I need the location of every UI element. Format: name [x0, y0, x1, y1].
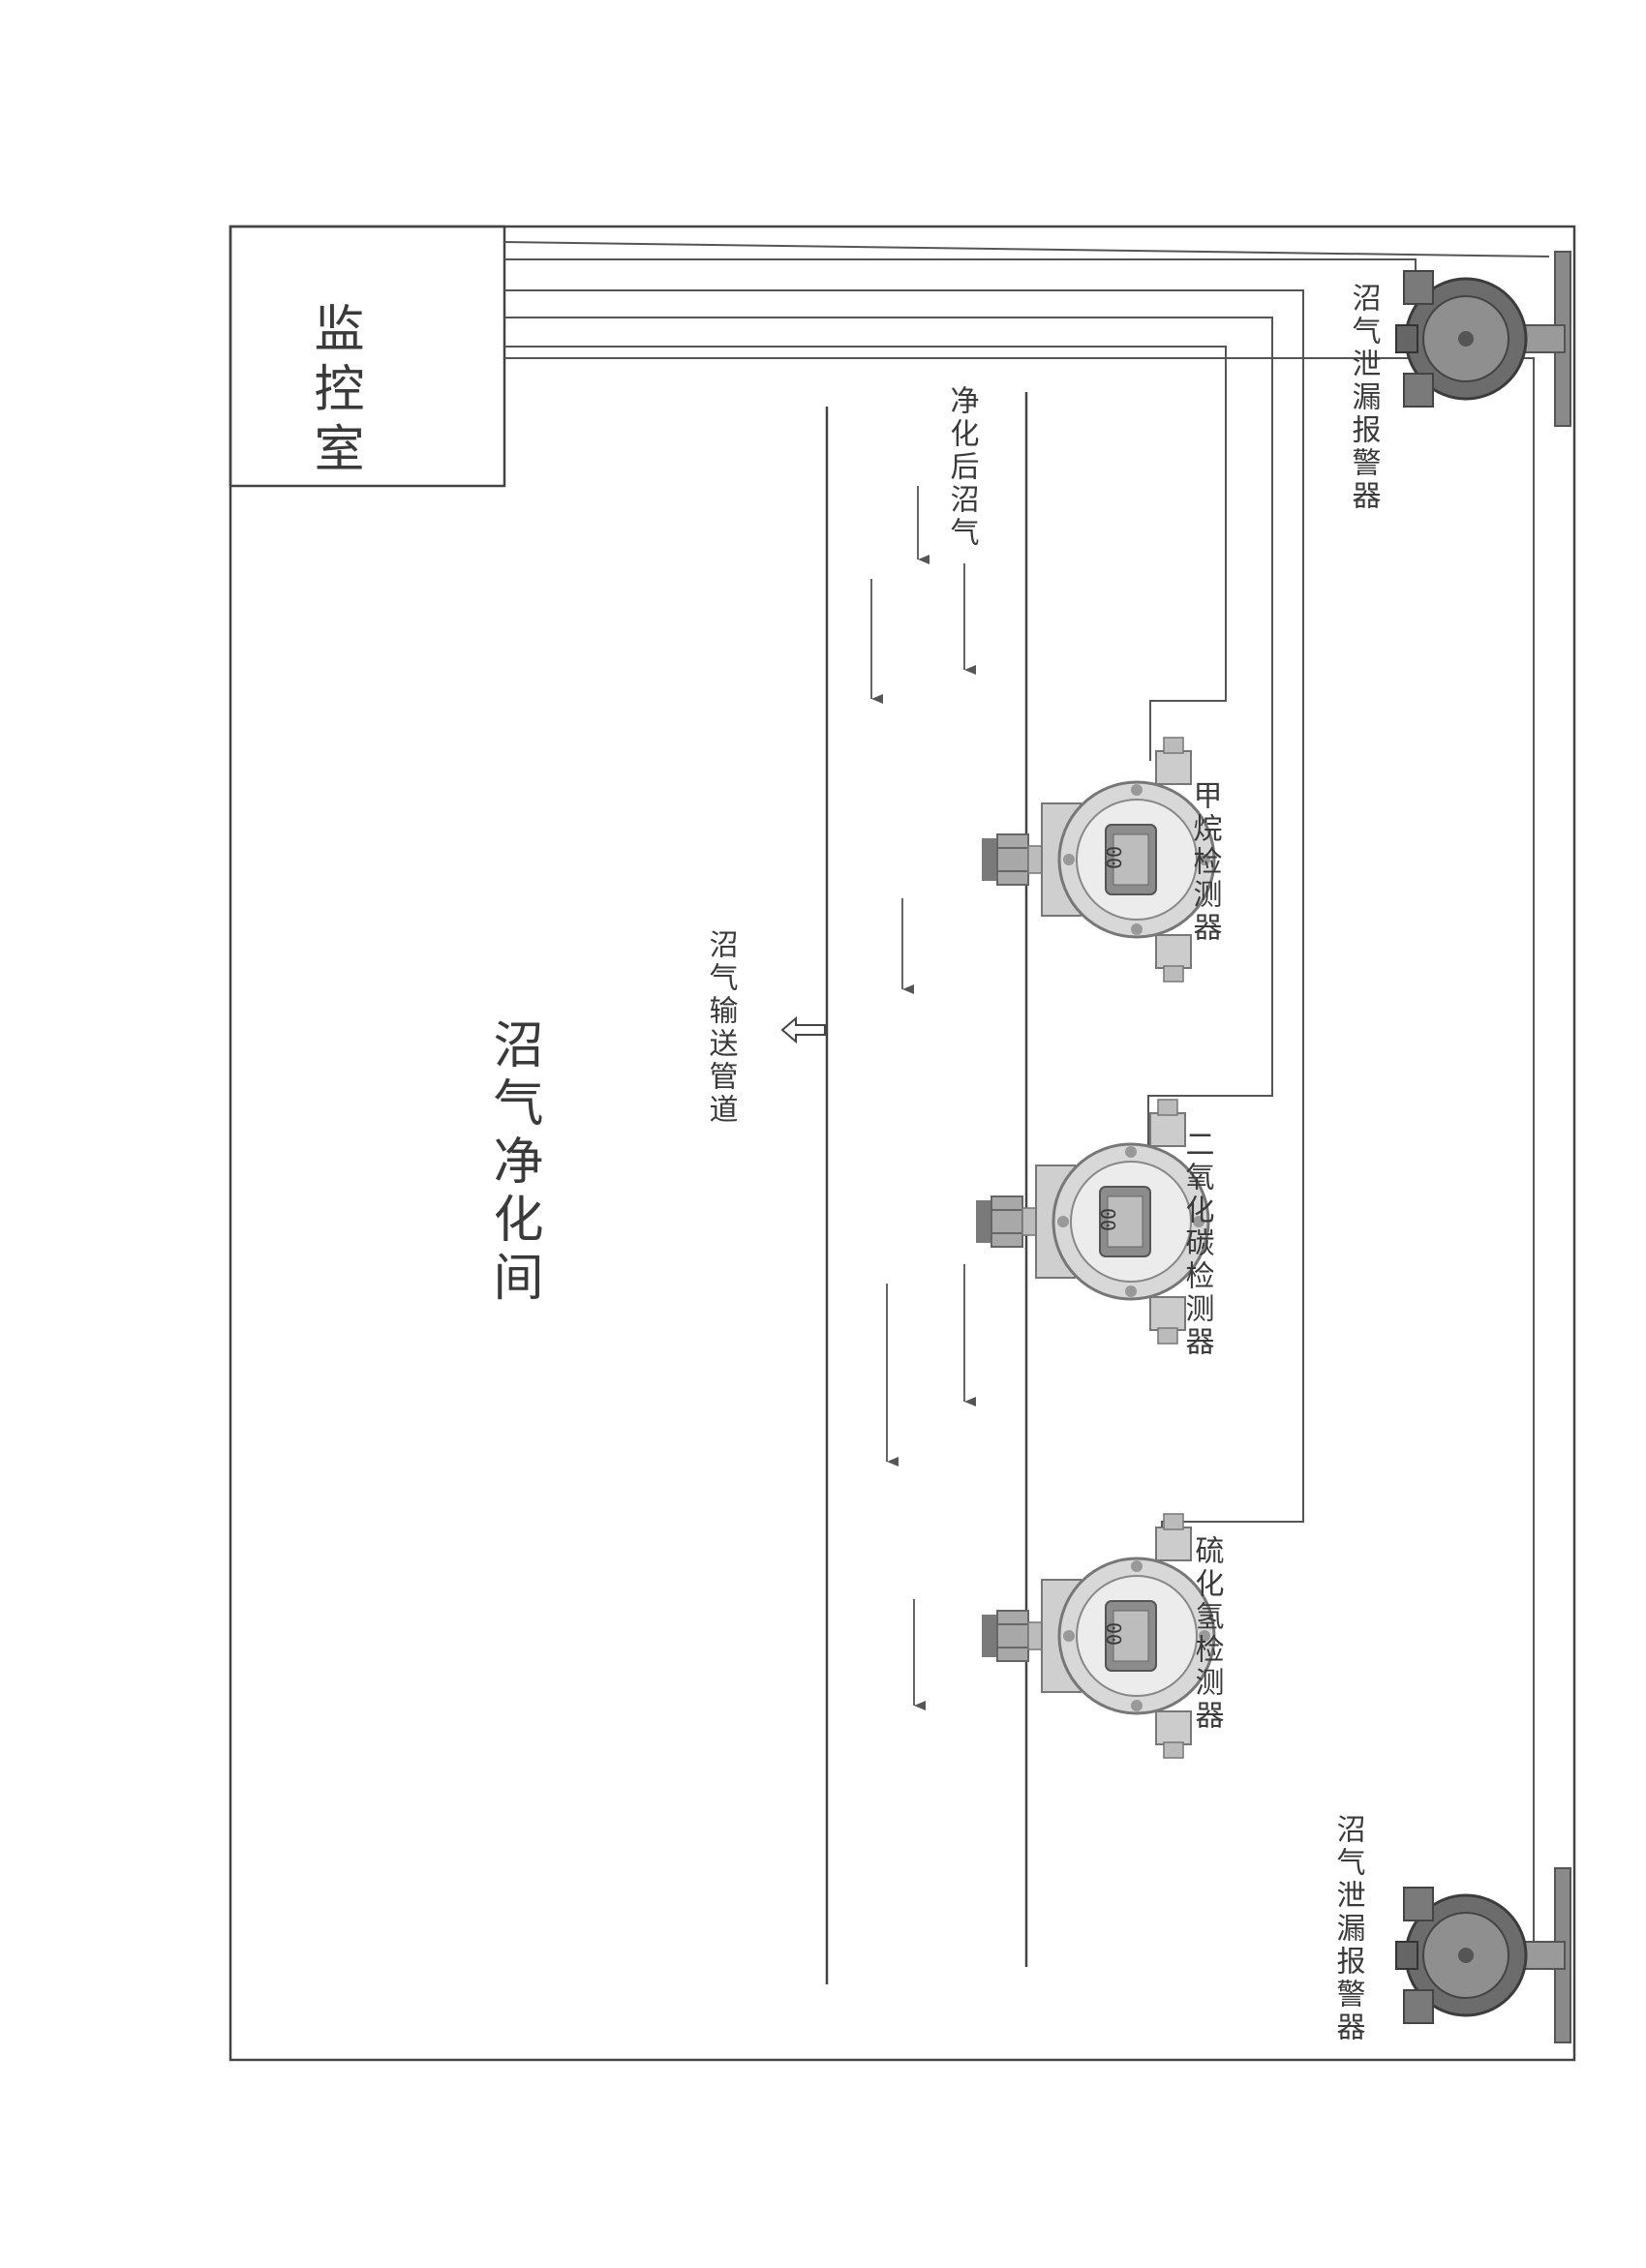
co2-detector-label: 二氧化碳检测器 [1180, 1129, 1215, 1359]
control-room-label: 监控室 [305, 302, 363, 482]
wire-alarm-bottom [504, 357, 1535, 1965]
wire-co2 [504, 317, 1273, 1152]
h2s-detector [980, 1512, 1216, 1760]
pipeline-label: 沼气输送管道 [704, 929, 739, 1127]
methane-display-readout: 00 [1103, 846, 1126, 869]
leak-alarm-top-label: 沼气泄漏报警器 [1347, 283, 1382, 513]
purified-gas-label: 净化后沼气 [945, 385, 980, 550]
h2s-display-readout: 00 [1103, 1622, 1126, 1646]
h2s-detector-label: 硫化氢检测器 [1190, 1535, 1225, 1733]
room-name-label: 沼气净化间 [484, 1018, 542, 1309]
control-room-box [229, 225, 506, 488]
methane-detector-label: 甲烷检测器 [1188, 780, 1223, 945]
wire-methane [504, 346, 1227, 761]
leak-alarm-top [1394, 250, 1572, 428]
wire-alarm-top [503, 241, 1550, 257]
co2-display-readout: 00 [1097, 1208, 1120, 1231]
leak-alarm-bottom [1394, 1866, 1572, 2044]
leak-alarm-bottom-label: 沼气泄漏报警器 [1331, 1814, 1366, 2044]
co2-detector [974, 1098, 1210, 1346]
wire-h2s [504, 289, 1304, 1560]
flow-arrows [870, 486, 976, 1710]
room-boundary [229, 225, 1576, 2062]
methane-detector [980, 736, 1216, 983]
pipeline-pointer-arrow [780, 1015, 826, 1044]
